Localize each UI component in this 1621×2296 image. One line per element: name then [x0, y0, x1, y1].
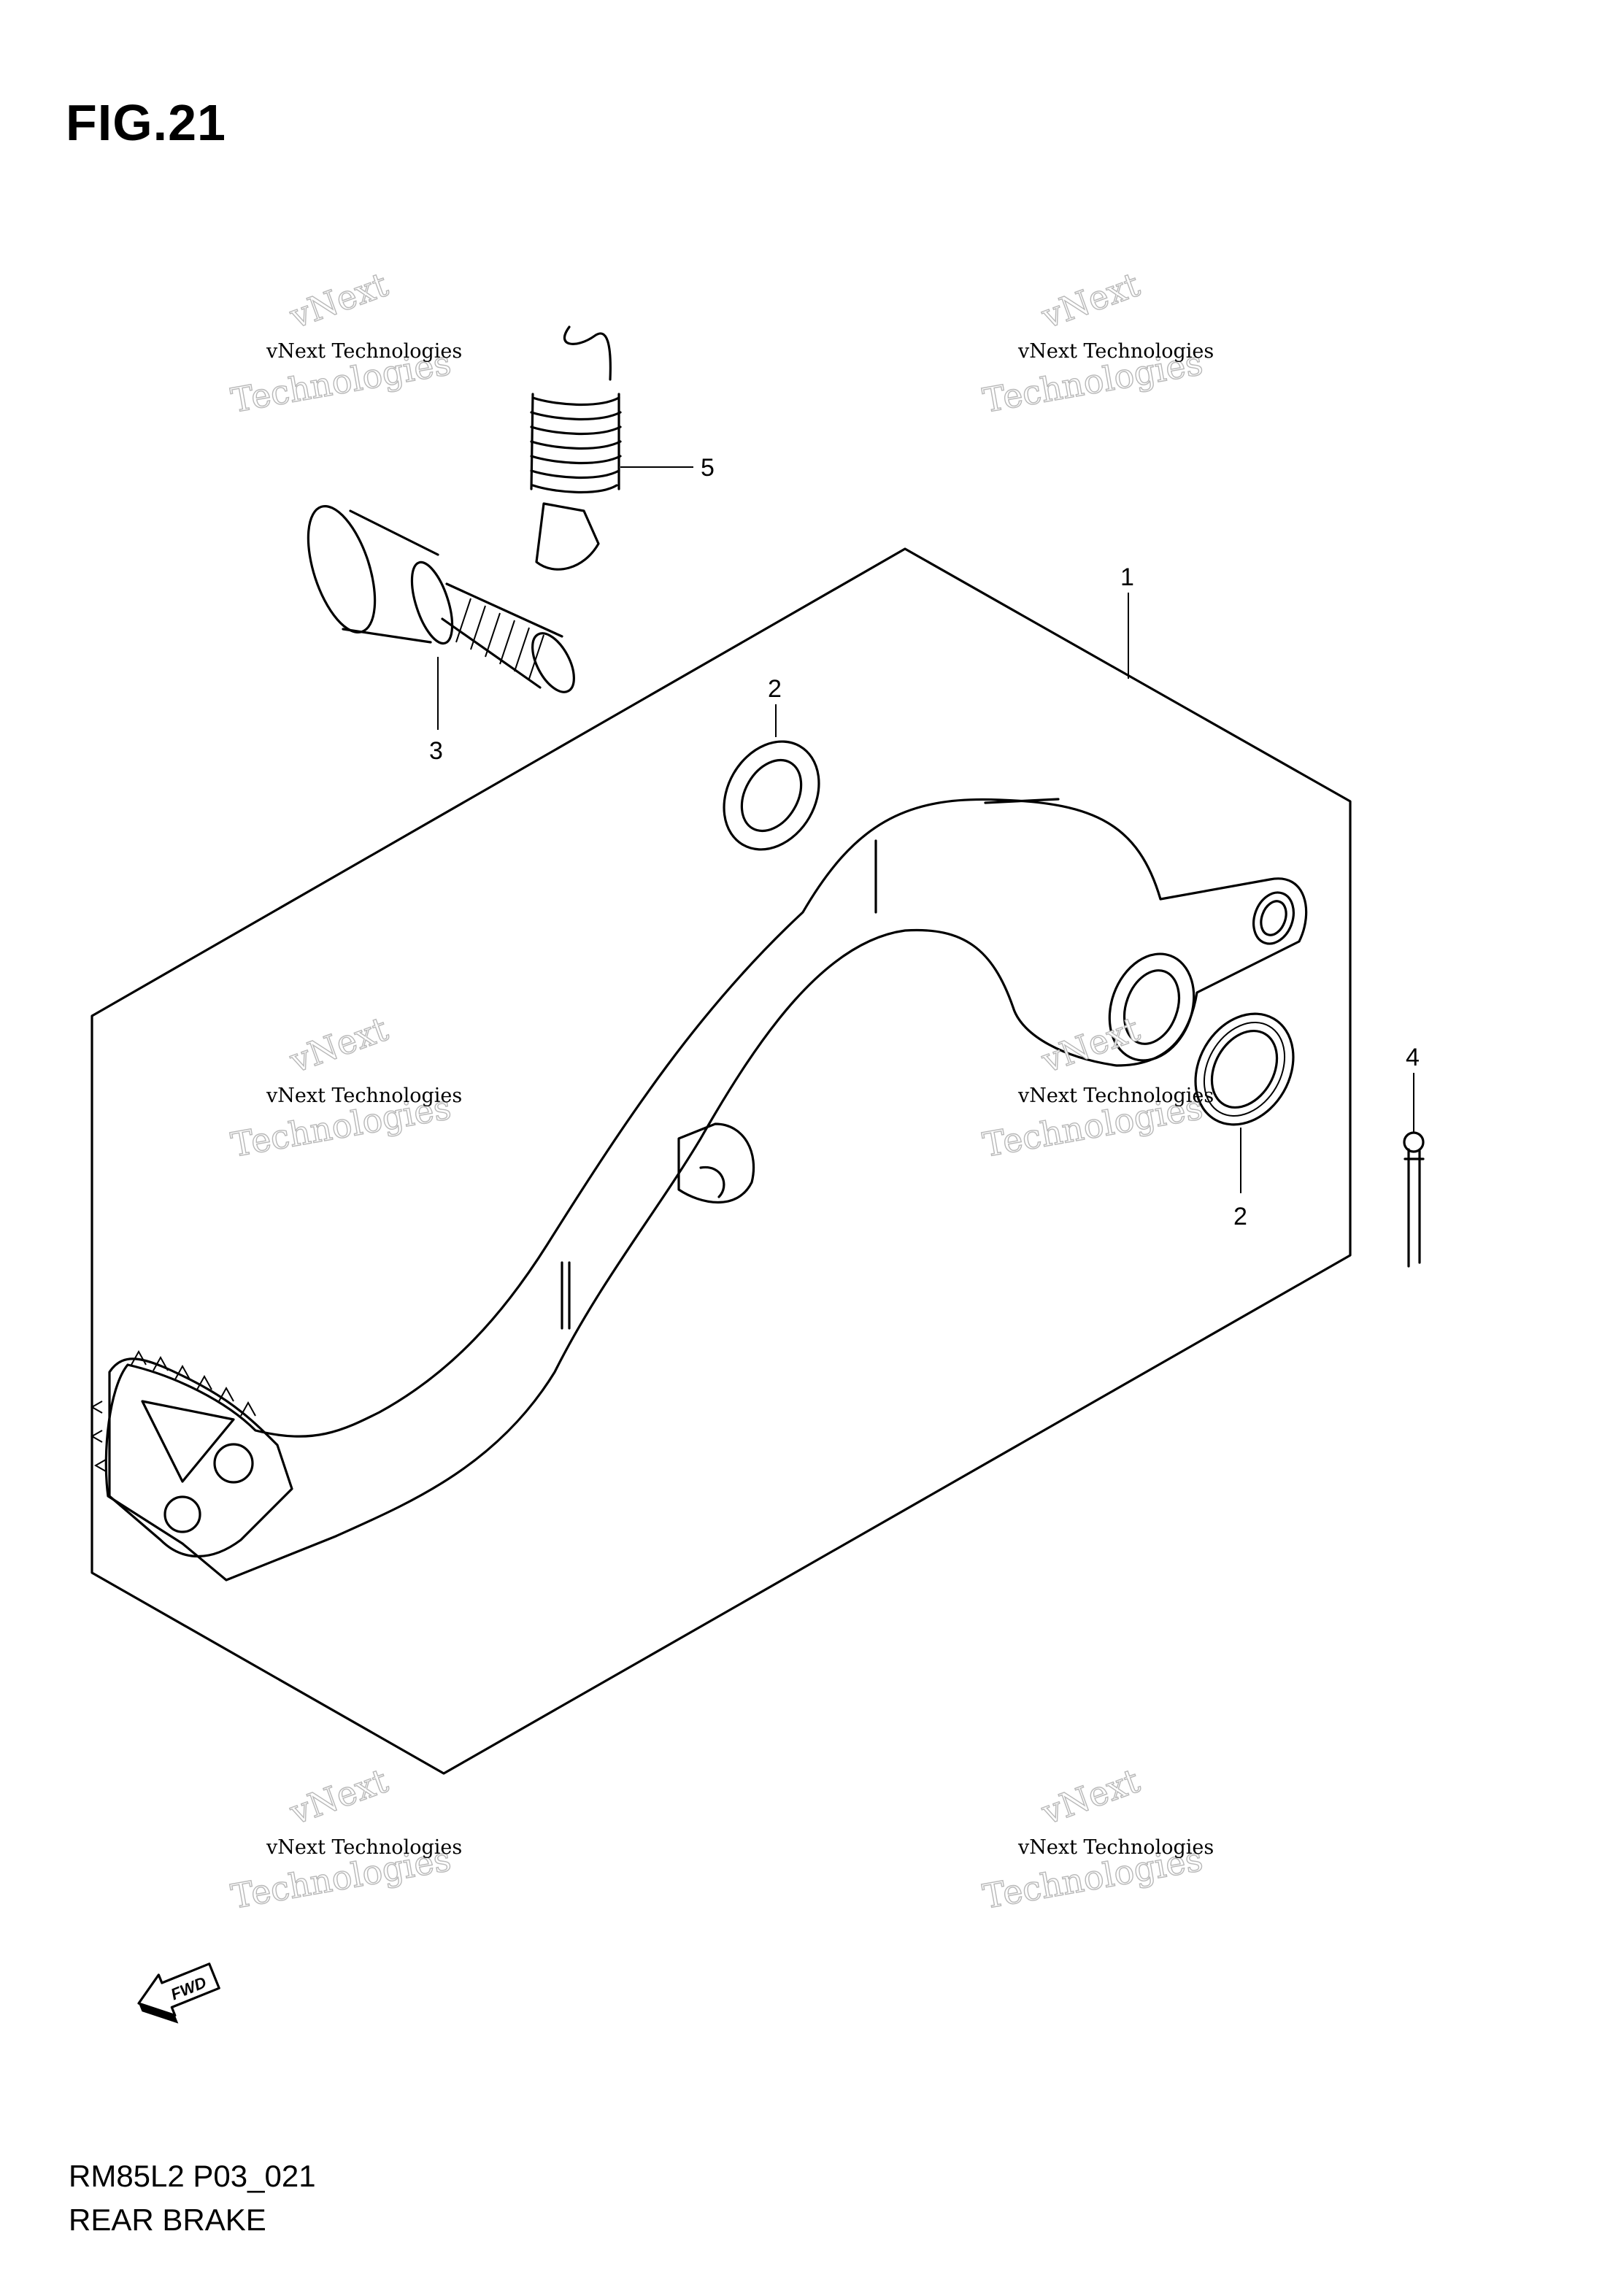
washer-lower	[1194, 1012, 1295, 1126]
svg-text:vNext: vNext	[284, 264, 393, 336]
washer-upper	[723, 740, 820, 851]
svg-text:vNext Technologies: vNext Technologies	[1017, 1085, 1214, 1107]
callout-5: 5	[701, 454, 715, 482]
callout-3: 3	[429, 737, 443, 765]
callout-2-lower: 2	[1233, 1203, 1247, 1230]
figure-title: FIG.21	[66, 94, 226, 151]
svg-text:vNext Technologies: vNext Technologies	[266, 1085, 462, 1107]
assembly-outline	[91, 547, 1352, 1775]
watermark-bottom-right: vNext Technologies vNext Technologies	[979, 1760, 1214, 1917]
svg-text:vNext: vNext	[284, 1760, 393, 1832]
pivot-bolt	[307, 505, 575, 693]
svg-text:vNext: vNext	[1036, 1760, 1144, 1832]
svg-text:vNext: vNext	[1036, 1009, 1144, 1080]
brake-pedal	[90, 798, 1308, 1582]
watermark-bottom-left: vNext Technologies vNext Technologies	[228, 1760, 462, 1917]
callout-1: 1	[1120, 563, 1134, 591]
callout-4: 4	[1406, 1044, 1420, 1071]
watermark-mid-right: vNext Technologies vNext Technologies	[979, 1009, 1214, 1166]
svg-text:vNext Technologies: vNext Technologies	[266, 1836, 462, 1859]
cotter-pin	[1403, 1131, 1425, 1268]
svg-text:vNext: vNext	[284, 1009, 393, 1080]
diagram-caption: REAR BRAKE	[69, 2203, 266, 2237]
watermark-mid-left: vNext Technologies vNext Technologies	[228, 1009, 462, 1166]
fwd-arrow-icon: FWD	[137, 1962, 220, 2024]
svg-text:vNext Technologies: vNext Technologies	[1017, 1836, 1214, 1859]
svg-text:vNext Technologies: vNext Technologies	[1017, 340, 1214, 363]
callout-2-upper: 2	[768, 675, 782, 703]
return-spring	[530, 325, 622, 571]
watermark-top-left: vNext Technologies vNext Technologies	[228, 264, 462, 421]
diagram-code: RM85L2 P03_021	[69, 2159, 316, 2193]
watermark-top-right: vNext Technologies vNext Technologies	[979, 264, 1214, 421]
svg-text:vNext: vNext	[1036, 264, 1144, 336]
svg-text:vNext Technologies: vNext Technologies	[266, 340, 462, 363]
